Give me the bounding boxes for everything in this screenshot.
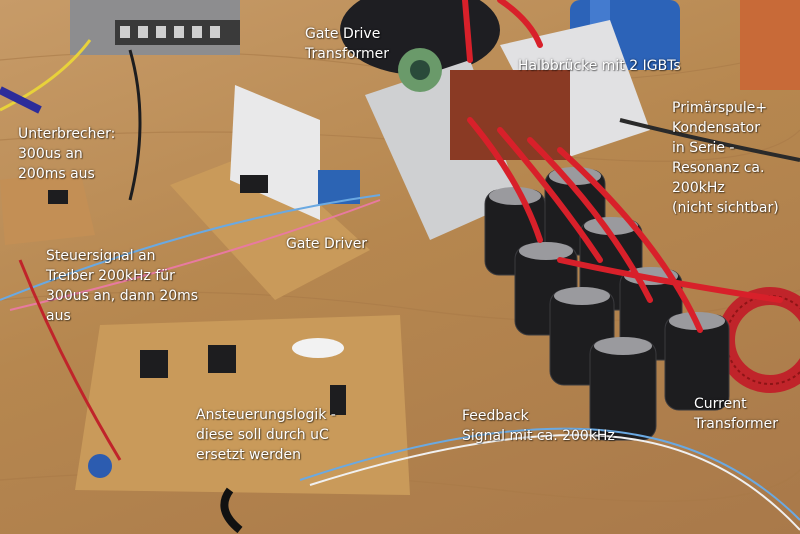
- signal-wires: [0, 39, 800, 531]
- black-capacitor-top: [340, 0, 500, 75]
- igbt-heatsink: [365, 20, 650, 240]
- capacitor-bank: [484, 169, 730, 441]
- label-feedback: Feedback Signal mit ca. 200kHz: [462, 408, 615, 444]
- interrupter-board: [0, 170, 95, 245]
- label-gate-driver: Gate Driver: [286, 236, 368, 252]
- label-control-logic: Ansteuerungslogik - diese soll durch uC …: [196, 407, 336, 463]
- label-primary-coil: Primärspule+ Kondensator in Serie - Reso…: [672, 100, 779, 216]
- label-gate-drive-transformer: Gate Drive Transformer: [305, 26, 390, 62]
- label-interrupter: Unterbrecher: 300us an 200ms aus: [18, 126, 116, 182]
- label-current-transformer: Current Transformer: [694, 396, 779, 432]
- red-wires: [462, 0, 783, 333]
- power-supply-unit: [70, 0, 240, 55]
- control-logic-board: [75, 315, 410, 534]
- label-control-signal: Steuersignal an Treiber 200kHz für 300us…: [46, 248, 199, 324]
- gate-driver-board: [170, 85, 370, 300]
- label-half-bridge: Halbbrücke mit 2 IGBTs: [518, 58, 681, 74]
